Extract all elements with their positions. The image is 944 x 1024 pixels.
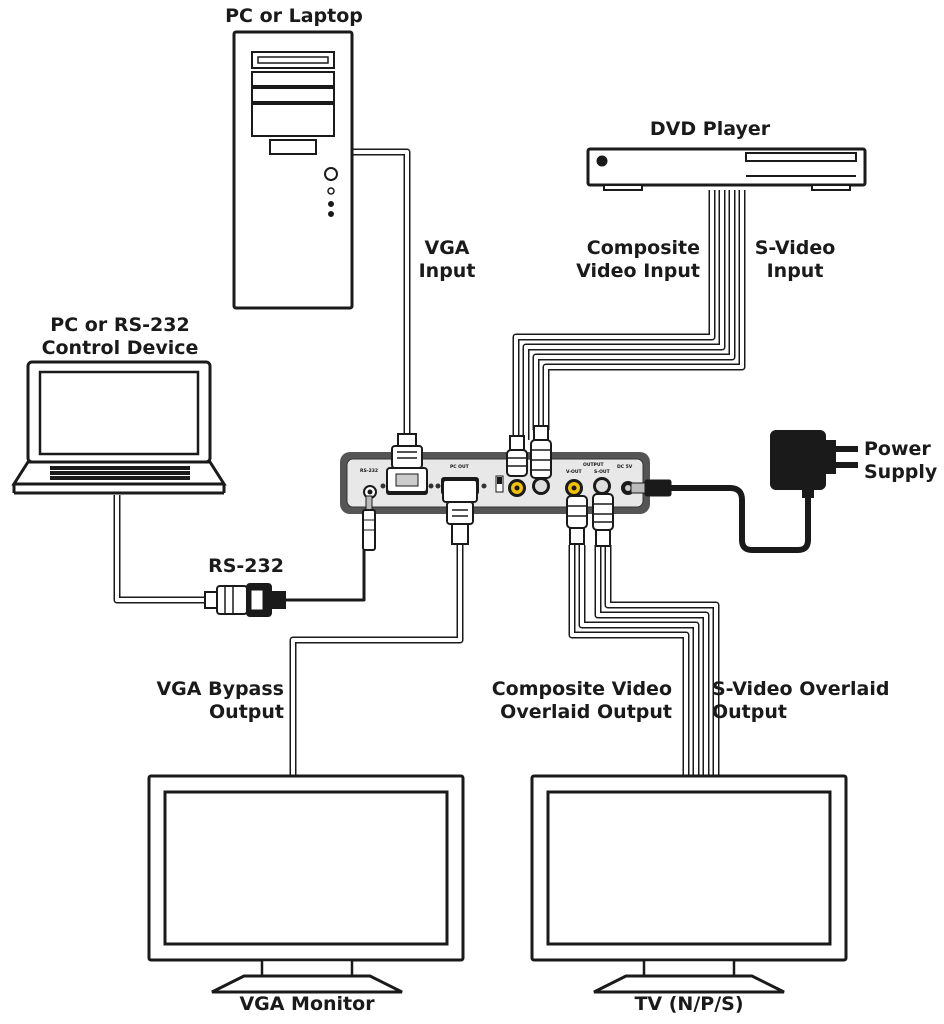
rs232-port: RS-232 <box>360 468 378 499</box>
s-video-output-cable <box>594 545 720 776</box>
pc-laptop-label: PC or Laptop <box>225 5 363 27</box>
composite-out-plug <box>566 495 588 545</box>
vga-monitor-label: VGA Monitor <box>239 993 375 1015</box>
s-video-input-label: S-Video Input <box>754 237 836 282</box>
vga-monitor-icon <box>147 774 465 994</box>
tv-icon <box>530 774 848 994</box>
laptop-icon <box>11 360 227 495</box>
input-switch <box>495 475 504 493</box>
dc-plug <box>630 479 672 497</box>
composite-video-overlaid-output-label: Composite Video Overlaid Output <box>491 678 672 723</box>
pc-tower-icon <box>232 30 354 310</box>
power-supply-label: Power Supply <box>864 438 938 483</box>
s-video-input-cable <box>532 190 746 430</box>
power-cable <box>645 485 811 553</box>
s-video-in-port <box>532 477 550 495</box>
vga-bypass-output-label: VGA Bypass Output <box>156 678 284 723</box>
pc-out-plug <box>442 479 478 545</box>
svg-text:DC 5V: DC 5V <box>617 464 633 470</box>
dvd-player-icon <box>586 147 867 191</box>
vga-input-cable <box>352 148 411 440</box>
s-out-port: S-OUT <box>593 469 611 495</box>
v-out-port: V-OUT <box>565 469 583 497</box>
rs232-cable <box>113 495 205 604</box>
s-video-out-plug <box>592 493 614 547</box>
tv-label: TV (N/P/S) <box>634 993 744 1015</box>
composite-in-port <box>508 479 526 497</box>
s-video-overlaid-output-label: S-Video Overlaid Output <box>712 678 890 723</box>
s-video-in-plug <box>530 425 552 479</box>
rs232-jack-plug <box>362 495 376 551</box>
vga-in-plug <box>386 433 428 493</box>
connector-plugs <box>204 425 672 617</box>
vga-bypass-cable <box>289 545 464 776</box>
keyboard-area <box>50 466 190 480</box>
pc-rs232-control-label: PC or RS-232 Control Device <box>41 314 199 359</box>
rs232-jack-cable <box>285 550 366 602</box>
dvd-player-label: DVD Player <box>649 118 771 140</box>
svg-text:V-OUT: V-OUT <box>566 469 583 475</box>
power-adapter-icon <box>770 430 858 498</box>
composite-in-plug <box>506 435 528 477</box>
keyboard-keys <box>50 470 190 476</box>
rs232-db9-connector <box>204 583 286 617</box>
composite-output-cable <box>568 545 700 776</box>
output-group-label: OUTPUT <box>583 462 605 468</box>
cables <box>113 148 811 776</box>
composite-video-input-label: Composite Video Input <box>576 237 700 282</box>
vga-input-label: VGA Input <box>418 237 476 282</box>
composite-input-cable <box>512 190 726 440</box>
svg-text:S-OUT: S-OUT <box>594 469 611 475</box>
rs232-label: RS-232 <box>208 555 284 577</box>
svg-text:RS-232: RS-232 <box>360 468 378 474</box>
svg-text:PC OUT: PC OUT <box>450 464 470 470</box>
